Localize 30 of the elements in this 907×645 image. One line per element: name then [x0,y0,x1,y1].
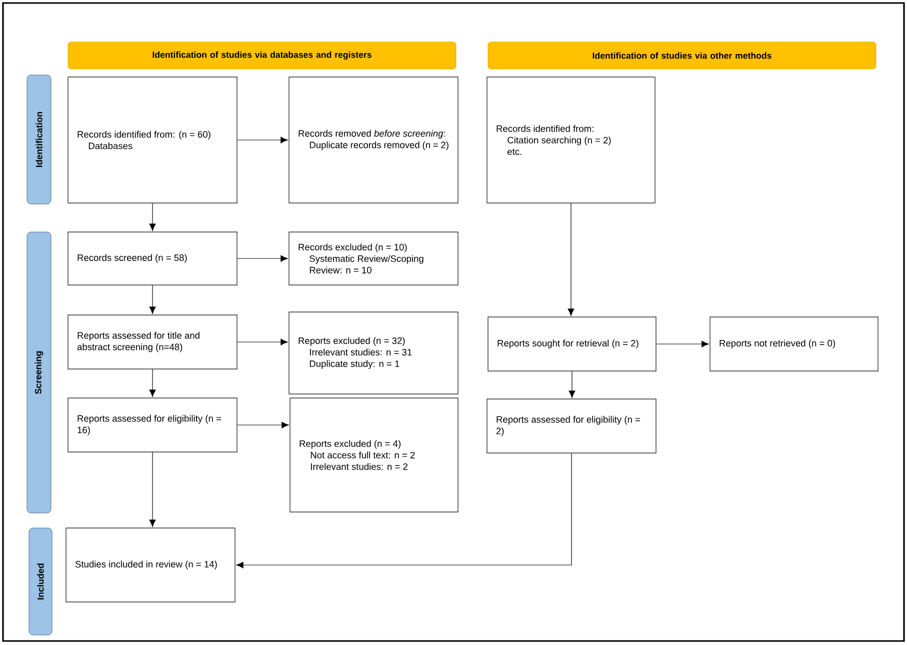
section-header: Identification of studies via databases and registers [68,42,456,70]
phase-label: Identification [26,74,52,204]
phase-label: Included [28,528,52,636]
process-box: Studies included in review (n = 14) [66,528,236,602]
arrow [237,422,289,428]
process-box: Reports assessed for eligibility (n = 16) [68,398,238,452]
process-box: Reports sought for retrieval (n = 2) [488,316,656,372]
arrow [237,255,288,262]
arrow [236,453,572,568]
arrow [149,203,156,231]
arrow [568,203,574,316]
process-box: Records screened (n = 58) [68,232,238,286]
arrow [237,136,288,144]
arrow [149,369,156,397]
arrow [656,340,709,348]
process-box: Reports excluded (n = 4) Not access full text: n = 2 Irrelevant studies: n = 2 [290,398,458,512]
arrow [149,285,156,314]
arrow [568,371,576,398]
process-box: Reports assessed for eligibility (n = 2) [486,398,656,454]
process-box: Records identified from: Citation searching (n = 2) etc. [486,76,656,204]
process-box: Reports not retrieved (n = 0) [710,316,878,372]
process-box: Reports assessed for title and abstract screening (n=48) [68,314,238,370]
arrow [149,452,156,527]
process-box: Records excluded (n = 10) Systematic Review/Scoping Review: n = 10 [288,232,458,286]
process-box: Records identified from: (n = 60) Databases [68,76,238,204]
process-box: Reports excluded (n = 32) Irrelevant studies: n = 31 Duplicate study: n = 1 [288,312,458,394]
process-box: Records removed before screening: Duplicate records removed (n = 2) [288,76,458,204]
phase-label: Screening [26,232,52,514]
section-header: Identification of studies via other methods [488,42,876,70]
arrow [237,338,288,346]
